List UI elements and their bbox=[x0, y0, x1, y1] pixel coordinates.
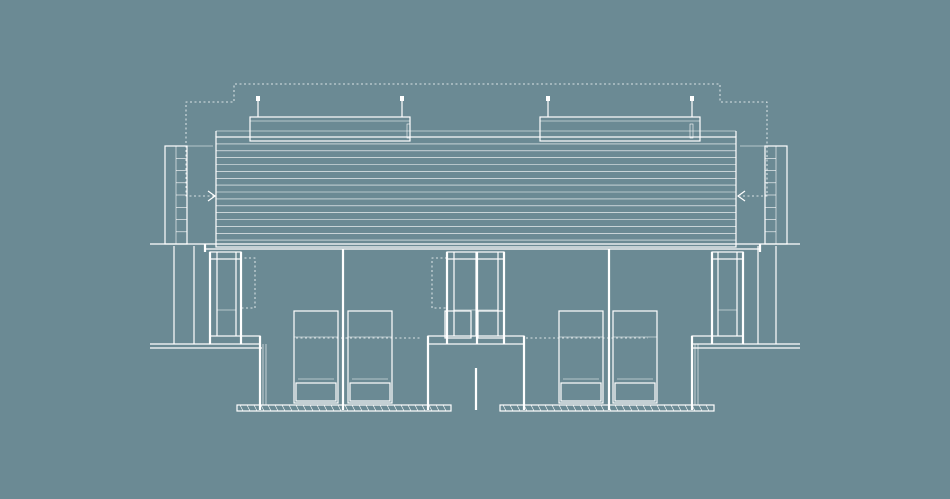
air-duct-routing bbox=[185, 83, 768, 339]
ground-tick bbox=[649, 404, 654, 412]
seat-cushion bbox=[560, 382, 602, 402]
ground-tick bbox=[239, 404, 244, 412]
seat bbox=[444, 310, 472, 339]
ground-tick bbox=[593, 404, 598, 412]
ground-tick bbox=[393, 404, 398, 412]
ground-tick bbox=[267, 404, 272, 412]
ground-tick bbox=[558, 404, 563, 412]
air-flow-arrow-right bbox=[736, 190, 746, 202]
rooftop-unit-right bbox=[539, 96, 701, 142]
seat-back bbox=[347, 310, 393, 404]
ground-tick bbox=[537, 404, 542, 412]
ground-tick bbox=[407, 404, 412, 412]
roof-truss bbox=[215, 130, 737, 248]
ground-tick bbox=[614, 404, 619, 412]
seat-cushion bbox=[295, 382, 337, 402]
ground-tick bbox=[330, 404, 335, 412]
ground-tick bbox=[705, 404, 710, 412]
seat bbox=[293, 310, 339, 404]
ground-tick bbox=[400, 404, 405, 412]
seats bbox=[293, 310, 658, 404]
ground-tick bbox=[414, 404, 419, 412]
ground-tick bbox=[372, 404, 377, 412]
ground-tick bbox=[642, 404, 647, 412]
ground-tick bbox=[246, 404, 251, 412]
ground-tick bbox=[586, 404, 591, 412]
ground-tick bbox=[663, 404, 668, 412]
ground-tick bbox=[691, 404, 696, 412]
rooftop-unit-left bbox=[249, 96, 411, 142]
ground-tick bbox=[281, 404, 286, 412]
air-flow-arrow-left bbox=[207, 190, 217, 202]
ground-tick bbox=[509, 404, 514, 412]
seat-back bbox=[558, 310, 604, 404]
seat-back bbox=[477, 310, 505, 339]
ground-tick bbox=[530, 404, 535, 412]
ground-tick bbox=[579, 404, 584, 412]
seat-back bbox=[612, 310, 658, 404]
ground-tick bbox=[607, 404, 612, 412]
roof-slats bbox=[216, 143, 736, 241]
ground-tick bbox=[502, 404, 507, 412]
ground-tick bbox=[302, 404, 307, 412]
ceiling-deck bbox=[150, 243, 800, 252]
ground-tick bbox=[323, 404, 328, 412]
seat-cushion bbox=[349, 382, 391, 402]
ground-tick bbox=[386, 404, 391, 412]
louver-blades-left bbox=[176, 158, 187, 233]
seat bbox=[612, 310, 658, 404]
ground-tick bbox=[295, 404, 300, 412]
ground-tick bbox=[677, 404, 682, 412]
ground-tick bbox=[274, 404, 279, 412]
ground-tick bbox=[600, 404, 605, 412]
ground-tick bbox=[670, 404, 675, 412]
ground-tick bbox=[428, 404, 433, 412]
seat bbox=[347, 310, 393, 404]
ground-tick bbox=[572, 404, 577, 412]
seat bbox=[558, 310, 604, 404]
ground-line bbox=[236, 404, 715, 412]
ground-tick bbox=[684, 404, 689, 412]
ground-tick bbox=[288, 404, 293, 412]
ground-tick bbox=[551, 404, 556, 412]
column-heads bbox=[209, 251, 744, 260]
ground-tick bbox=[442, 404, 447, 412]
ground-tick bbox=[628, 404, 633, 412]
seat bbox=[477, 310, 505, 339]
ground-tick bbox=[523, 404, 528, 412]
seat-back bbox=[444, 310, 472, 339]
floor-slab bbox=[150, 335, 800, 410]
ground-tick bbox=[565, 404, 570, 412]
stage-slats bbox=[262, 344, 699, 405]
ground-tick bbox=[635, 404, 640, 412]
ground-tick bbox=[316, 404, 321, 412]
ground-tick bbox=[656, 404, 661, 412]
ground-tick bbox=[698, 404, 703, 412]
ground-tick bbox=[358, 404, 363, 412]
structural-columns bbox=[173, 246, 777, 410]
seat-cushion bbox=[614, 382, 656, 402]
ground-tick bbox=[309, 404, 314, 412]
ground-tick bbox=[435, 404, 440, 412]
ground-tick bbox=[621, 404, 626, 412]
ground-tick bbox=[260, 404, 265, 412]
ground-tick bbox=[379, 404, 384, 412]
louver-blades-right bbox=[765, 158, 776, 233]
ground-tick bbox=[337, 404, 342, 412]
seat-back bbox=[293, 310, 339, 404]
ground-tick bbox=[516, 404, 521, 412]
ground-tick bbox=[253, 404, 258, 412]
ground-tick bbox=[365, 404, 370, 412]
ground-hatching bbox=[239, 404, 710, 412]
ground-tick bbox=[344, 404, 349, 412]
ground-tick bbox=[421, 404, 426, 412]
ground-tick bbox=[351, 404, 356, 412]
ground-tick bbox=[544, 404, 549, 412]
